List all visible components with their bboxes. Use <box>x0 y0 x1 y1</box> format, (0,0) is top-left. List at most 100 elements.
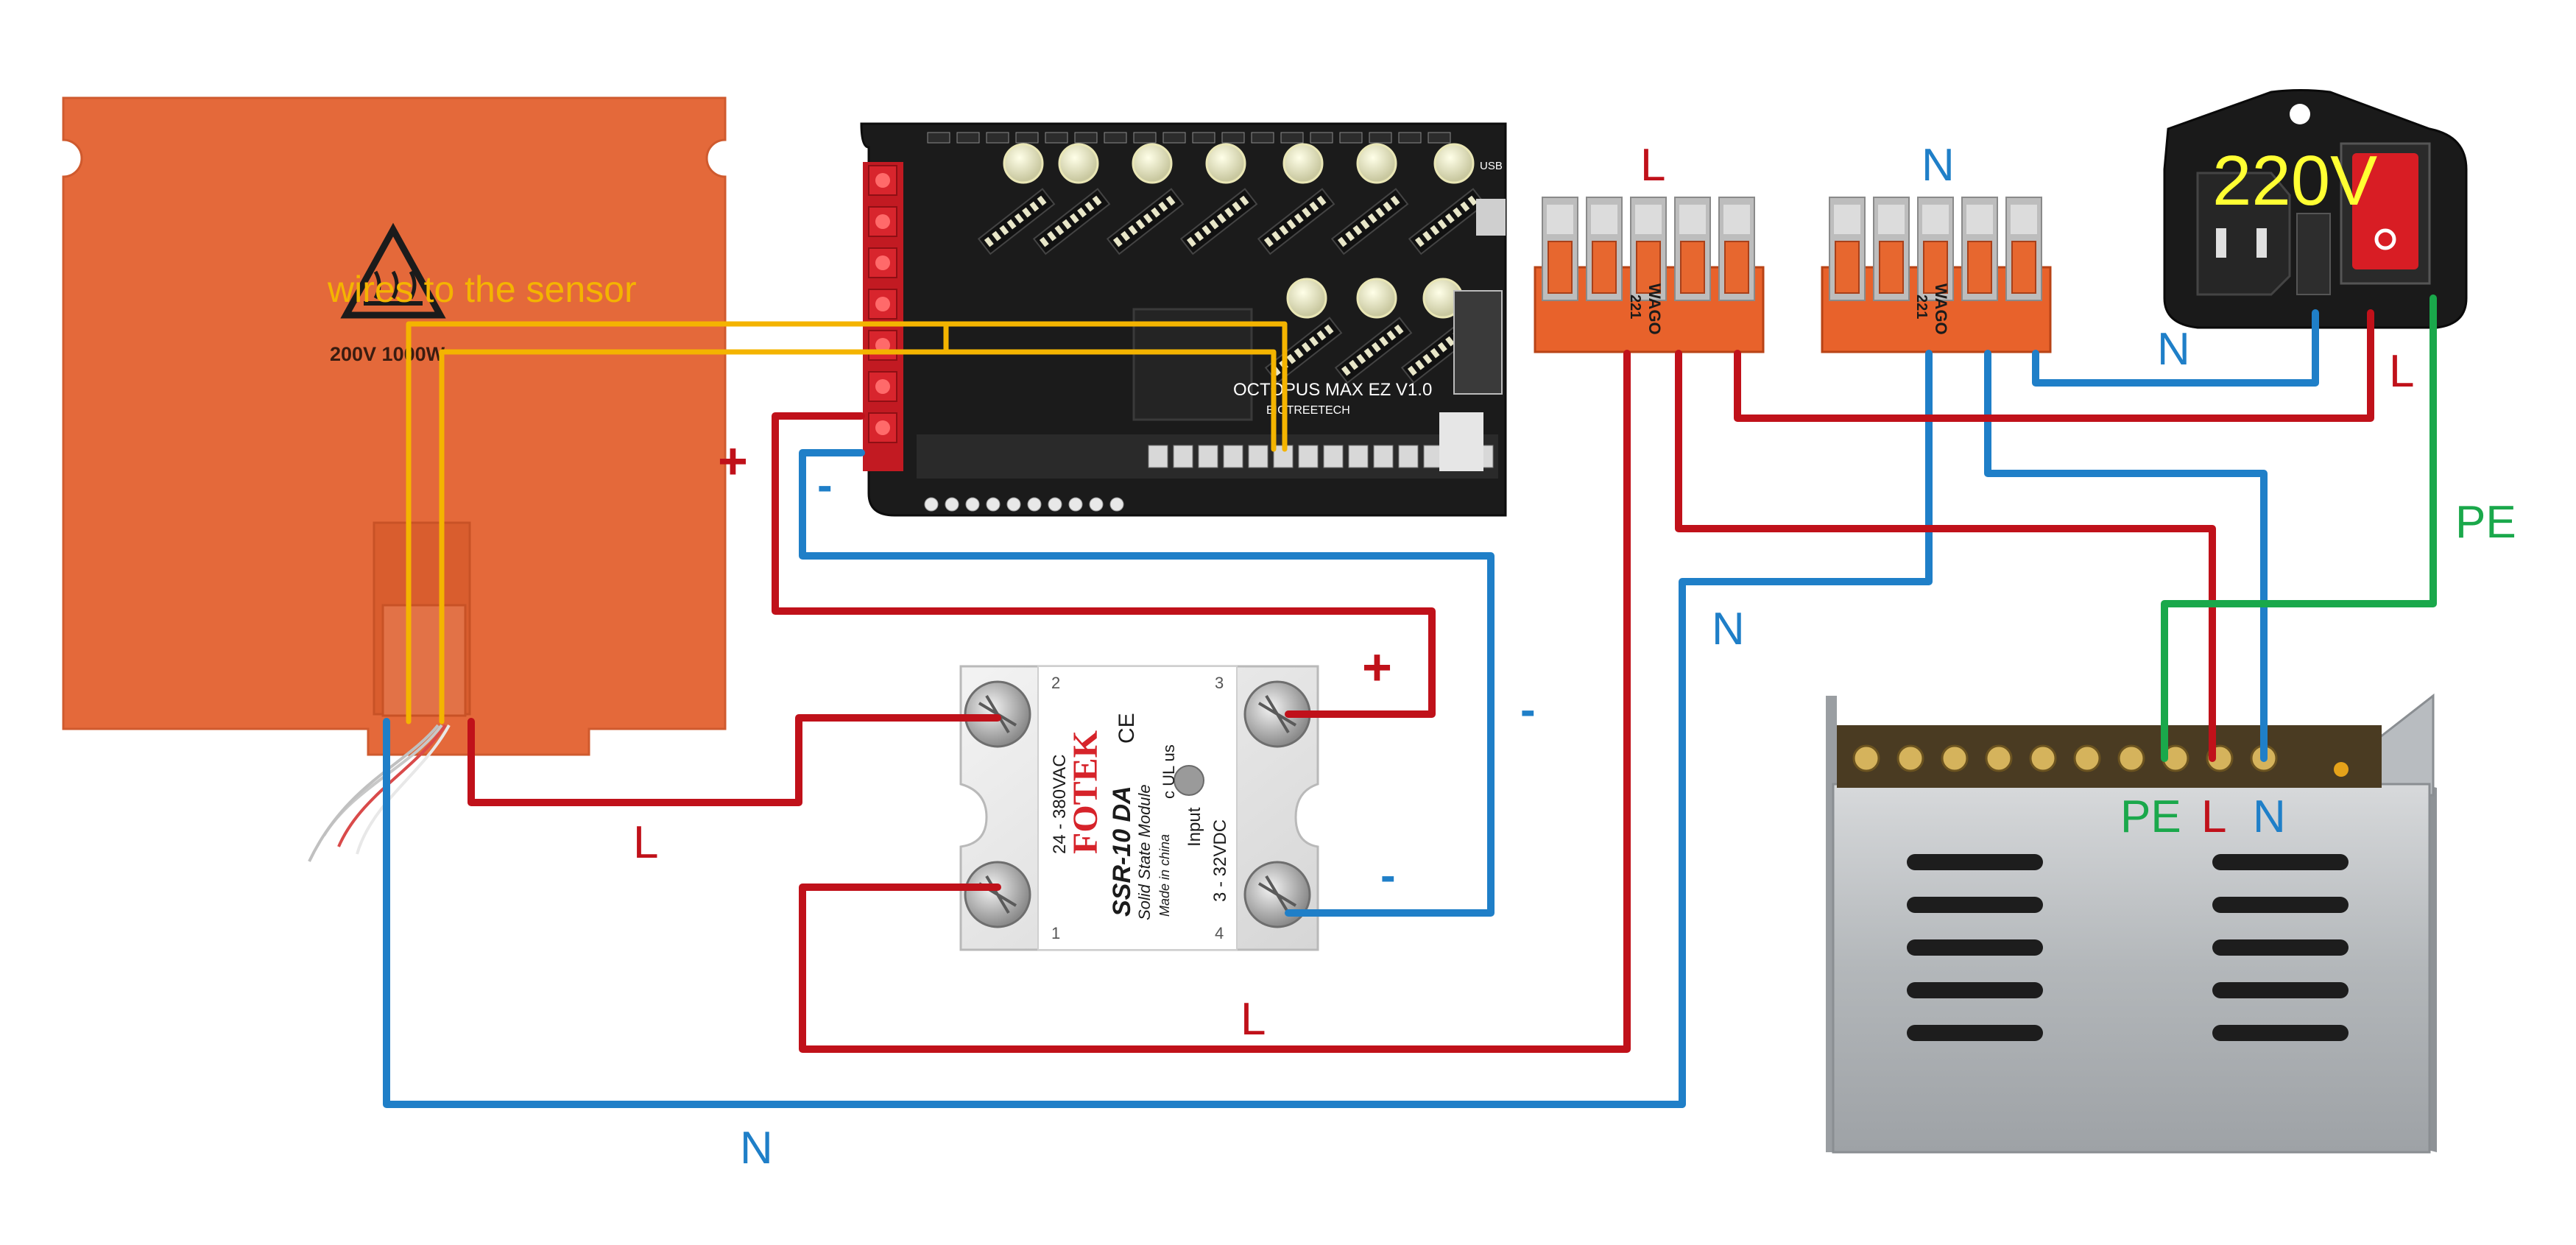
socket-pin <box>1263 236 1274 247</box>
board-terminal <box>868 247 897 278</box>
socket-pin <box>1054 225 1065 236</box>
socket-pin <box>1363 348 1374 359</box>
psu-terminal-screw <box>2073 744 2101 772</box>
socket-pin <box>1324 324 1334 335</box>
socket-pin <box>1158 201 1168 212</box>
psu-vent <box>1907 982 2043 998</box>
ssr-terminal-4: 4 <box>1215 924 1224 942</box>
inlet-voltage: 220V <box>2212 141 2377 220</box>
heatbed-rating: 200V 1000W <box>330 343 445 365</box>
bottom-terminal <box>965 497 980 512</box>
capacitor <box>1003 143 1044 184</box>
bottom-connector <box>1198 445 1218 468</box>
ssr-terminal-2: 2 <box>1051 674 1060 692</box>
ssr-origin: Made in china <box>1157 834 1172 917</box>
inlet-socket <box>2196 172 2291 296</box>
inlet-pin-2 <box>2256 228 2267 258</box>
socket-pin <box>1337 236 1347 247</box>
label-ssr-minus-1: - <box>1520 685 1536 736</box>
capacitor <box>1286 278 1327 319</box>
wago-lever-top <box>1834 205 1860 234</box>
inlet-fuse-drawer <box>2296 213 2331 295</box>
label-wago-n: N <box>1922 140 1955 191</box>
bottom-connector <box>1173 445 1193 468</box>
psu-vent <box>1907 939 2043 956</box>
board-terminal-screw <box>875 338 890 353</box>
bottom-terminal <box>1089 497 1104 512</box>
pin-header <box>1045 132 1068 144</box>
capacitor <box>1058 143 1099 184</box>
wire-l-wago-psu <box>1675 350 2216 762</box>
pin-header <box>1133 132 1157 144</box>
label-n-mid: N <box>1712 604 1745 655</box>
heatbed-pad <box>62 96 727 756</box>
stepper-socket <box>1106 188 1185 255</box>
bottom-connector <box>1223 445 1243 468</box>
psu-terminal-screw <box>1985 744 2013 772</box>
socket-pin <box>1360 219 1370 230</box>
stepper-socket <box>1032 188 1111 255</box>
psu-terminal-screw <box>1852 744 1880 772</box>
label-ssr-plus: + <box>1362 638 1392 696</box>
bottom-connector <box>1248 445 1268 468</box>
label-wago-l: L <box>1640 140 1665 191</box>
ssr-label-panel <box>1037 666 1238 950</box>
socket-pin <box>1092 195 1102 206</box>
socket-pin <box>1437 342 1447 353</box>
socket-pin <box>1047 230 1057 241</box>
socket-pin <box>1309 201 1319 212</box>
socket-pin <box>1201 225 1212 236</box>
socket-pin <box>1430 348 1440 359</box>
bottom-terminal <box>924 497 939 512</box>
psu-vent <box>2212 1025 2349 1041</box>
bottom-connector <box>1148 445 1168 468</box>
ssr-subtitle: Solid State Module <box>1135 784 1154 920</box>
board-sd-slot <box>1453 290 1503 395</box>
pin-header <box>1104 132 1127 144</box>
socket-pin <box>1349 359 1359 370</box>
pin-header <box>927 132 950 144</box>
socket-pin <box>1216 213 1227 224</box>
psu-vent <box>1907 897 2043 913</box>
socket-pin <box>984 236 994 247</box>
socket-pin <box>1209 219 1219 230</box>
stepper-socket <box>1257 188 1335 255</box>
wago-lever-tab <box>1548 241 1573 294</box>
pin-header <box>1251 132 1274 144</box>
bottom-connector <box>1373 445 1394 468</box>
label-psu-pe: PE <box>2120 791 2181 842</box>
socket-pin <box>1294 348 1304 359</box>
wire-l-ssr-wago <box>799 350 1631 1053</box>
board-capacitors <box>1003 143 1475 319</box>
socket-pin <box>1022 207 1032 218</box>
socket-pin <box>1407 365 1417 376</box>
board-brand: BIGTREETECH <box>1266 404 1350 417</box>
board-name: OCTOPUS MAX EZ V1.0 <box>1233 380 1432 400</box>
pin-header <box>1428 132 1451 144</box>
socket-pin <box>1239 195 1249 206</box>
socket-pin <box>1301 342 1311 353</box>
power-supply-unit <box>1826 693 2437 1154</box>
wago-connector-live <box>1534 197 1765 353</box>
wago-lever-top <box>1547 205 1573 234</box>
wago-lever-tab <box>1835 241 1860 294</box>
socket-pin <box>1316 195 1327 206</box>
socket-pin <box>1352 225 1363 236</box>
wago-lever-top <box>1679 205 1706 234</box>
label-psu-l: L <box>2201 791 2226 842</box>
socket-pin <box>1112 236 1123 247</box>
socket-pin <box>1039 236 1049 247</box>
iec-power-inlet: 220V <box>2163 89 2468 329</box>
psu-vent <box>2212 982 2349 998</box>
socket-pin <box>1302 207 1312 218</box>
psu-terminal-screw <box>2029 744 2057 772</box>
wago-lever-top <box>1878 205 1905 234</box>
socket-pin <box>1467 195 1478 206</box>
pin-header <box>1192 132 1215 144</box>
wire-l-inlet-wago <box>1734 309 2374 422</box>
socket-pin <box>1422 353 1433 364</box>
bottom-terminal <box>1006 497 1021 512</box>
wago-lever-tab <box>1592 241 1617 294</box>
psu-vent <box>2212 897 2349 913</box>
